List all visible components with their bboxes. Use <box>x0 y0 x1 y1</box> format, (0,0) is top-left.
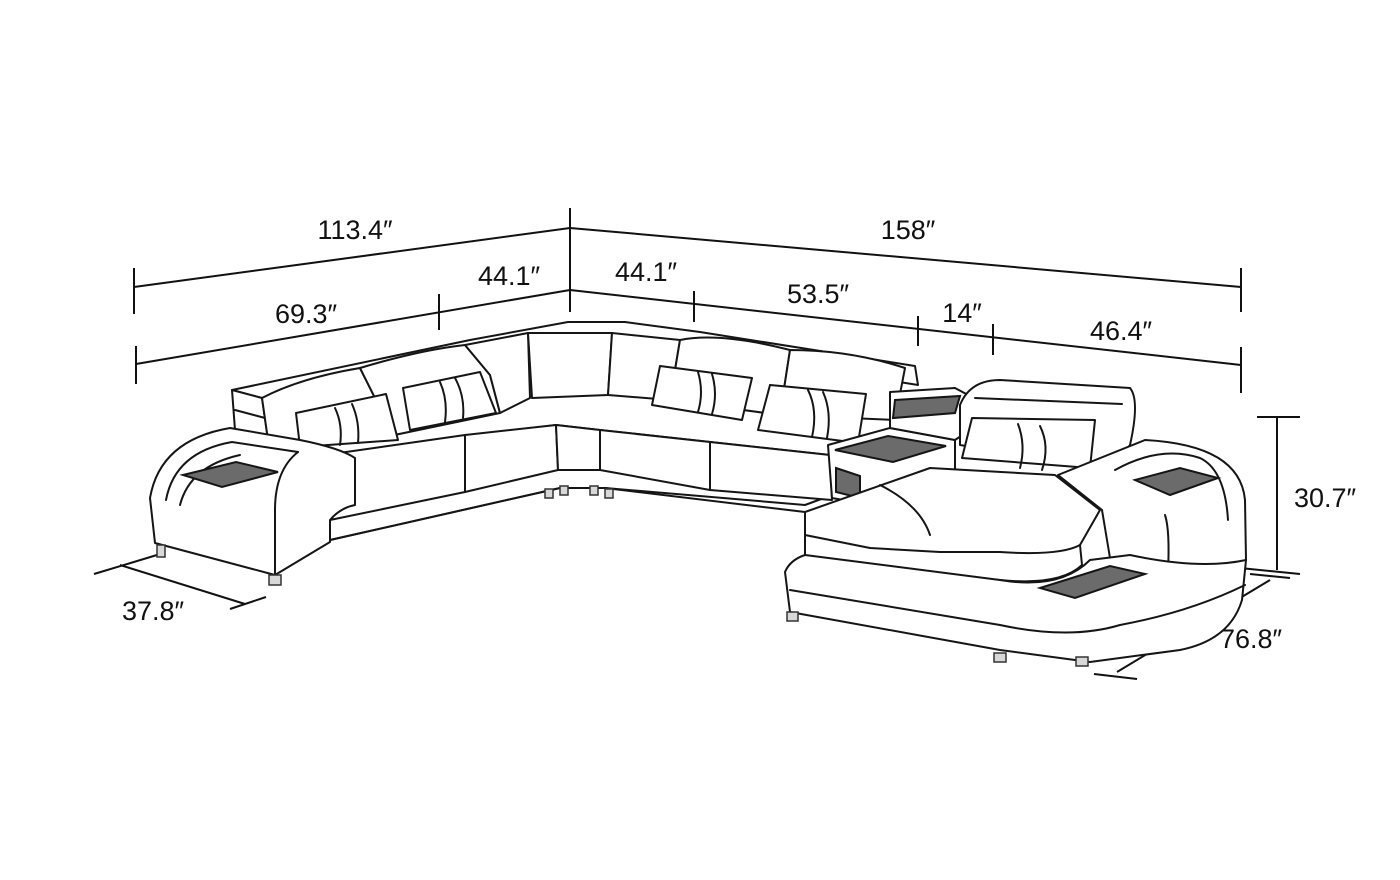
seat-cushion-corner <box>555 424 601 471</box>
label-chaise-depth: 76.8″ <box>1220 624 1283 654</box>
leg-5 <box>589 485 599 496</box>
leg-3 <box>544 488 554 499</box>
label-left-section: 69.3″ <box>275 299 338 329</box>
headrest-crease <box>234 409 266 419</box>
seat-cushion-middle-2 <box>709 441 833 501</box>
left-depth-tick-a <box>93 554 158 575</box>
left-arm-inner-curve <box>165 440 299 501</box>
left-depth-tick-b <box>229 596 267 610</box>
left-arm <box>149 427 356 576</box>
height-tick-bottom <box>1239 567 1301 575</box>
console-upper-tray <box>891 394 962 420</box>
overall-left-line <box>133 227 571 288</box>
segment-left-line <box>135 289 571 365</box>
leg-1 <box>156 544 166 558</box>
label-corner-left: 44.1″ <box>478 261 541 291</box>
label-height: 30.7″ <box>1294 483 1357 513</box>
segment-right-line <box>569 289 1242 366</box>
sofa-outline <box>149 321 1247 667</box>
left-depth-line <box>119 564 246 605</box>
label-console: 14″ <box>942 298 982 328</box>
chaise-pillow <box>961 417 1096 469</box>
chaise-base-tray <box>1036 564 1149 600</box>
leg-9 <box>1075 656 1089 667</box>
chaise-base <box>784 554 1247 663</box>
label-chaise-section: 46.4″ <box>1090 316 1153 346</box>
leg-2 <box>268 574 282 586</box>
left-arm-shelf <box>179 460 279 489</box>
chaise-depth-tick-a <box>1093 673 1138 680</box>
pillow-left-1 <box>295 393 399 448</box>
corner-back-center <box>527 332 613 399</box>
leg-8 <box>993 652 1007 663</box>
chaise-depth-tick-b <box>1249 573 1291 579</box>
chaise-arm-shelf <box>1131 466 1222 497</box>
console-tray <box>834 434 947 464</box>
seat-base-edge <box>329 487 806 541</box>
pillow-middle-1 <box>651 365 753 421</box>
chaise-seat <box>804 467 1101 555</box>
label-corner-right: 44.1″ <box>615 257 678 287</box>
leg-7 <box>786 611 799 622</box>
label-overall-right: 158″ <box>881 215 936 245</box>
leg-6 <box>604 488 614 499</box>
leg-4 <box>559 485 569 496</box>
corner-back-left <box>464 332 531 414</box>
label-left-depth: 37.8″ <box>122 596 185 626</box>
dimension-labels: 113.4″ 158″ 44.1″ 44.1″ 69.3″ 53.5″ 14″ … <box>122 215 1357 654</box>
label-overall-left: 113.4″ <box>317 215 393 245</box>
dimension-lines <box>93 208 1301 680</box>
label-middle-section: 53.5″ <box>787 279 850 309</box>
overall-right-line <box>569 227 1242 288</box>
